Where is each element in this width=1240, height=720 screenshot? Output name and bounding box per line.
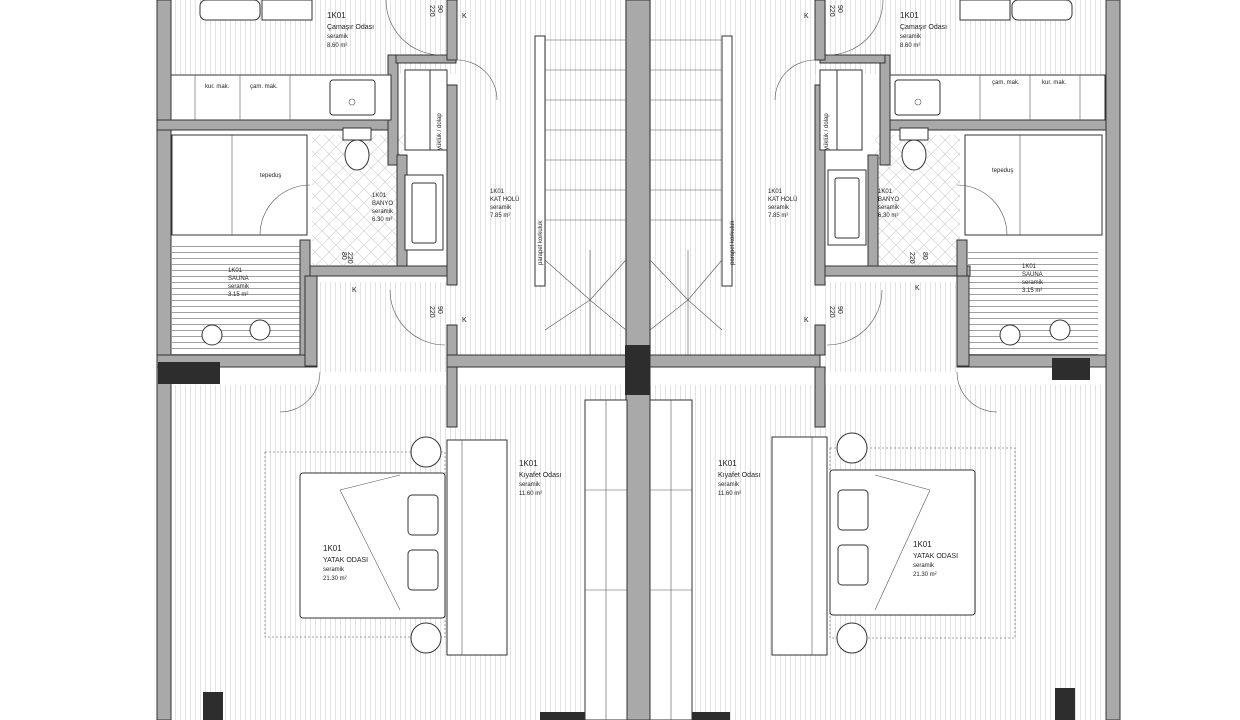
room-finish: seramik	[900, 34, 922, 40]
columns	[158, 345, 1090, 720]
room-name: Kıyafet Odası	[718, 472, 760, 479]
staircase-left	[534, 35, 627, 355]
room-area: 7.85 m²	[768, 213, 788, 219]
room-finish: seramik	[228, 284, 250, 290]
room-name: Çamaşır Odası	[900, 24, 947, 31]
room-code: 1K01	[900, 11, 919, 20]
room-code: 1K01	[768, 189, 783, 195]
room-area: 7.85 m²	[490, 213, 510, 219]
room-code: 1K01	[228, 268, 243, 274]
room-finish: seramik	[718, 482, 740, 488]
room-area: 8.60 m²	[327, 43, 347, 49]
closet-shelving-right	[649, 399, 828, 720]
door-swings	[259, 0, 1008, 413]
wardrobe-left	[404, 69, 448, 151]
laundry-counter-left	[170, 0, 392, 121]
wardrobe-label: yüklük / dolap	[824, 113, 830, 150]
svg-text:K: K	[915, 285, 920, 292]
wardrobe-right	[819, 69, 863, 151]
bedroom-furniture-right	[829, 432, 1016, 654]
svg-text:K: K	[804, 13, 809, 20]
room-code: 1K01	[372, 193, 387, 199]
room-name: SAUNA	[228, 276, 249, 282]
room-name: Çamaşır Odası	[327, 24, 374, 31]
door-width: 90	[436, 306, 443, 314]
room-name: Kıyafet Odası	[519, 472, 561, 479]
bathroom-fixtures-right	[827, 127, 1103, 246]
door-width: 90	[836, 5, 843, 13]
room-area: 11.60 m²	[519, 491, 542, 497]
room-code: 1K01	[1022, 264, 1037, 270]
svg-text:K: K	[804, 317, 809, 324]
wardrobe-label: yüklük / dolap	[437, 113, 443, 150]
door-height: 220	[828, 306, 835, 318]
room-area: 6.30 m²	[878, 213, 898, 219]
room-area: 3.15 m²	[1022, 288, 1042, 294]
k-markers: K K K K K K	[352, 13, 920, 324]
bathroom-fixtures-left	[171, 127, 444, 251]
room-finish: seramik	[878, 205, 900, 211]
closet-shelving-left	[446, 399, 628, 720]
door-height: 220	[428, 306, 435, 318]
railing-label: parapet korkuluk	[730, 220, 736, 265]
room-name: KAT HOLÜ	[768, 196, 797, 203]
door-height: 220	[428, 5, 435, 17]
room-finish: seramik	[327, 34, 349, 40]
room-area: 3.15 m²	[228, 292, 248, 298]
room-name: KAT HOLÜ	[490, 196, 519, 203]
bedroom-furniture-left	[264, 436, 446, 654]
shower-label: tepeduş	[992, 168, 1013, 174]
laundry-counter-right	[889, 0, 1106, 121]
shower-label: tepeduş	[260, 173, 281, 179]
room-code: 1K01	[718, 459, 737, 468]
room-area: 21.30 m²	[913, 572, 937, 578]
svg-text:K: K	[462, 13, 467, 20]
room-finish: seramik	[913, 563, 935, 569]
room-finish: seramik	[372, 209, 394, 215]
svg-text:K: K	[352, 287, 357, 294]
door-dimensions: 220 90 220 90 80 220 220 80 220 90 220 9…	[340, 5, 928, 318]
room-finish: seramik	[323, 567, 345, 573]
room-finish: seramik	[1022, 280, 1044, 286]
door-width: 90	[836, 306, 843, 314]
room-code: 1K01	[878, 189, 893, 195]
door-width: 80	[921, 252, 928, 260]
room-finish: seramik	[490, 205, 512, 211]
room-name: YATAK ODASI	[323, 557, 368, 564]
room-finish: seramik	[519, 482, 541, 488]
svg-text:K: K	[462, 317, 467, 324]
room-name: BANYO	[372, 201, 393, 207]
room-name: YATAK ODASI	[913, 553, 958, 560]
door-height: 220	[908, 252, 915, 264]
sauna-benches	[201, 319, 1071, 346]
room-code: 1K01	[490, 189, 505, 195]
door-height: 220	[828, 5, 835, 17]
room-code: 1K01	[519, 459, 538, 468]
washer-label: çam. mak.	[250, 84, 278, 90]
room-name: BANYO	[878, 197, 899, 203]
room-area: 11.60 m²	[718, 491, 741, 497]
room-name: SAUNA	[1022, 272, 1043, 278]
room-finish: seramik	[768, 205, 790, 211]
door-height: 220	[346, 252, 353, 264]
room-area: 8.60 m²	[900, 43, 920, 49]
staircase-right	[649, 35, 733, 355]
washer-label: çam. mak.	[992, 80, 1020, 86]
room-area: 6.30 m²	[372, 217, 392, 223]
room-code: 1K01	[913, 540, 932, 549]
dryer-label: kur. mak.	[1042, 80, 1067, 86]
door-width: 90	[436, 5, 443, 13]
railing-label: parapet korkuluk	[538, 220, 544, 265]
door-width: 80	[340, 252, 347, 260]
room-area: 21.30 m²	[323, 576, 347, 582]
room-code: 1K01	[327, 11, 346, 20]
dryer-label: kur. mak.	[205, 84, 230, 90]
room-code: 1K01	[323, 544, 342, 553]
